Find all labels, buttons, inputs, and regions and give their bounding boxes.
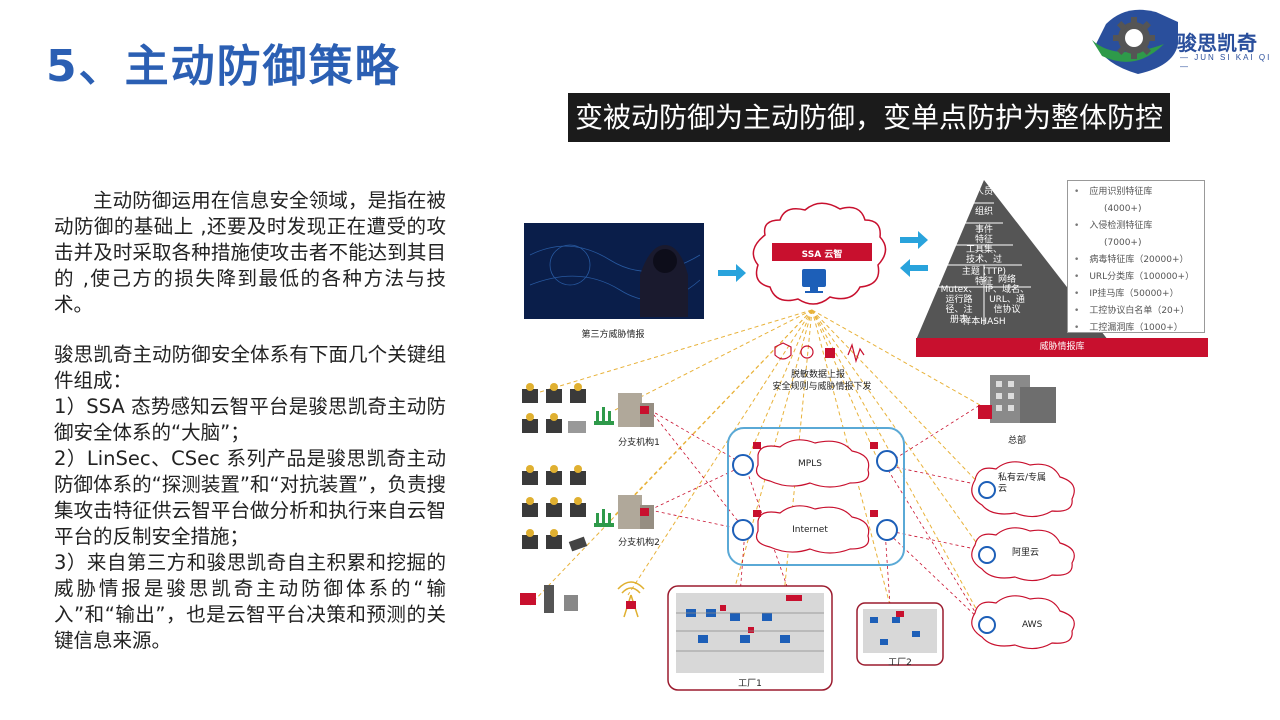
architecture-diagram: 第三方威胁情报 SSA 云智 人员 组织 事件 特征 工具集、 技术、过 主题 … (500, 165, 1260, 710)
aliyun-cloud (971, 527, 1075, 582)
data-flow-label: 脱敏数据上报 (790, 370, 846, 380)
slogan-banner: 变被动防御为主动防御，变单点防护为整体防控 (568, 93, 1170, 142)
list-item: 3）来自第三方和骏思凯奇自主积累和挖掘的威胁情报是骏思凯奇主动防御体系的“输入”… (54, 551, 446, 652)
body-text: 主动防御运用在信息安全领域，是指在被动防御的基础上 ,还要及时发现正在遭受的攻击… (54, 188, 446, 654)
pyramid-level-label: 人员 (974, 187, 994, 197)
branch2-building-icon (618, 495, 642, 529)
paragraph-definition: 主动防御运用在信息安全领域，是指在被动防御的基础上 ,还要及时发现正在遭受的攻击… (54, 189, 446, 316)
user-workstation-icons (522, 389, 586, 549)
hq-label: 总部 (1007, 436, 1027, 446)
pyramid-level-label: 组织 (974, 207, 994, 217)
branch1-building-icon (618, 393, 642, 427)
monitor-icon (802, 269, 826, 287)
third-party-label: 第三方威胁情报 (581, 330, 645, 340)
pyramid-level-label: 事件 特征 (974, 225, 994, 245)
feature-item: 应用识别特征库 (1074, 184, 1198, 201)
network-lines (649, 404, 981, 621)
feature-item: IP挂马库（50000+） (1074, 286, 1198, 303)
feature-item-value: (7000+) (1104, 238, 1142, 248)
pyramid-level-label: 网络 IP、域名、 URL、通 信协议 (984, 275, 1030, 315)
feature-item: 病毒特征库（20000+） (1074, 252, 1198, 269)
branch1-label: 分支机构1 (618, 438, 660, 448)
company-logo (1092, 9, 1178, 74)
pyramid-level-label: 工具集、 技术、过 (965, 245, 1003, 265)
paragraph-intro: 骏思凯奇主动防御安全体系有下面几个关键组件组成： (54, 343, 446, 392)
wan-box (727, 427, 905, 566)
factory2-label: 工厂2 (888, 658, 912, 668)
page-title: 5、主动防御策略 (46, 41, 401, 92)
security-icons (774, 342, 865, 364)
arrow-icon (900, 259, 928, 277)
mpls-cloud (755, 439, 870, 488)
ssa-cloud-label: SSA 云智 (801, 250, 843, 260)
wireless-tower-icon (617, 581, 645, 618)
router-icons (732, 450, 898, 541)
feature-item-value: (4000+) (1104, 204, 1142, 214)
threat-library-bar: 威胁情报库 (916, 338, 1208, 357)
arrow-icon (900, 231, 928, 249)
aliyun-label: 阿里云 (1012, 548, 1040, 558)
mobile-user-icons (520, 585, 578, 613)
feature-item: URL分类库（100000+） (1074, 269, 1198, 286)
pyramid-level-label: Mutex、 运行路 径、注 册表 (940, 285, 978, 325)
private-cloud-label: 私有云/专属云 (998, 473, 1047, 494)
pyramid-level-label: 样本HASH (962, 317, 1006, 327)
internet-cloud (755, 505, 870, 554)
list-item: 1）SSA 态势感知云智平台是骏思凯奇主动防御安全体系的“大脑”； (54, 395, 447, 444)
factory1-label: 工厂1 (738, 679, 762, 689)
pyramid-level-label: 主题 (TTP) 特征 (961, 267, 1007, 287)
feature-item: 入侵检测特征库 (1074, 218, 1198, 235)
feature-item: 工控协议白名单（20+） (1074, 303, 1198, 320)
logo-subtitle: — JUN SI KAI QI — (1180, 53, 1272, 71)
data-flow-label: 安全规则与威胁情报下发 (772, 382, 872, 392)
arrow-icon (718, 264, 746, 282)
branch2-label: 分支机构2 (618, 538, 660, 548)
threat-pyramid (916, 180, 1108, 340)
list-item: 2）LinSec、CSec 系列产品是骏思凯奇主动防御体系的“探测装置”和“对抗… (54, 447, 446, 548)
mpls-label: MPLS (798, 459, 822, 469)
aws-cloud (971, 595, 1075, 650)
feature-item: 工控漏洞库（1000+） (1074, 320, 1198, 337)
diagram-canvas (520, 180, 1108, 691)
feature-library-list: 应用识别特征库 (4000+) 入侵检测特征库 (7000+) 病毒特征库（20… (1067, 180, 1205, 333)
aws-label: AWS (1022, 620, 1043, 630)
logo-name: 骏思凯奇 (1177, 31, 1257, 55)
internet-label: Internet (792, 525, 828, 535)
private-cloud (971, 461, 1075, 518)
